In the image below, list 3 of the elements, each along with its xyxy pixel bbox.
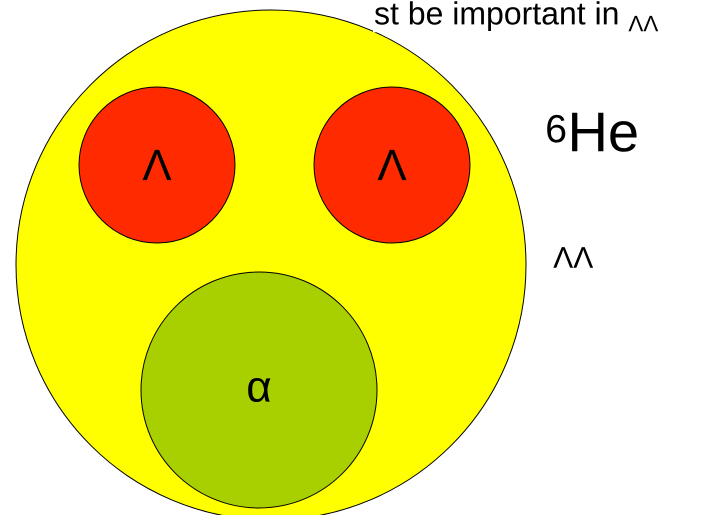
formula-label: ΛΛ	[553, 247, 594, 268]
heading: st be important in $_{ΛΛ}$	[373, 0, 660, 32]
formula-label: $^{6}$He	[547, 112, 637, 152]
